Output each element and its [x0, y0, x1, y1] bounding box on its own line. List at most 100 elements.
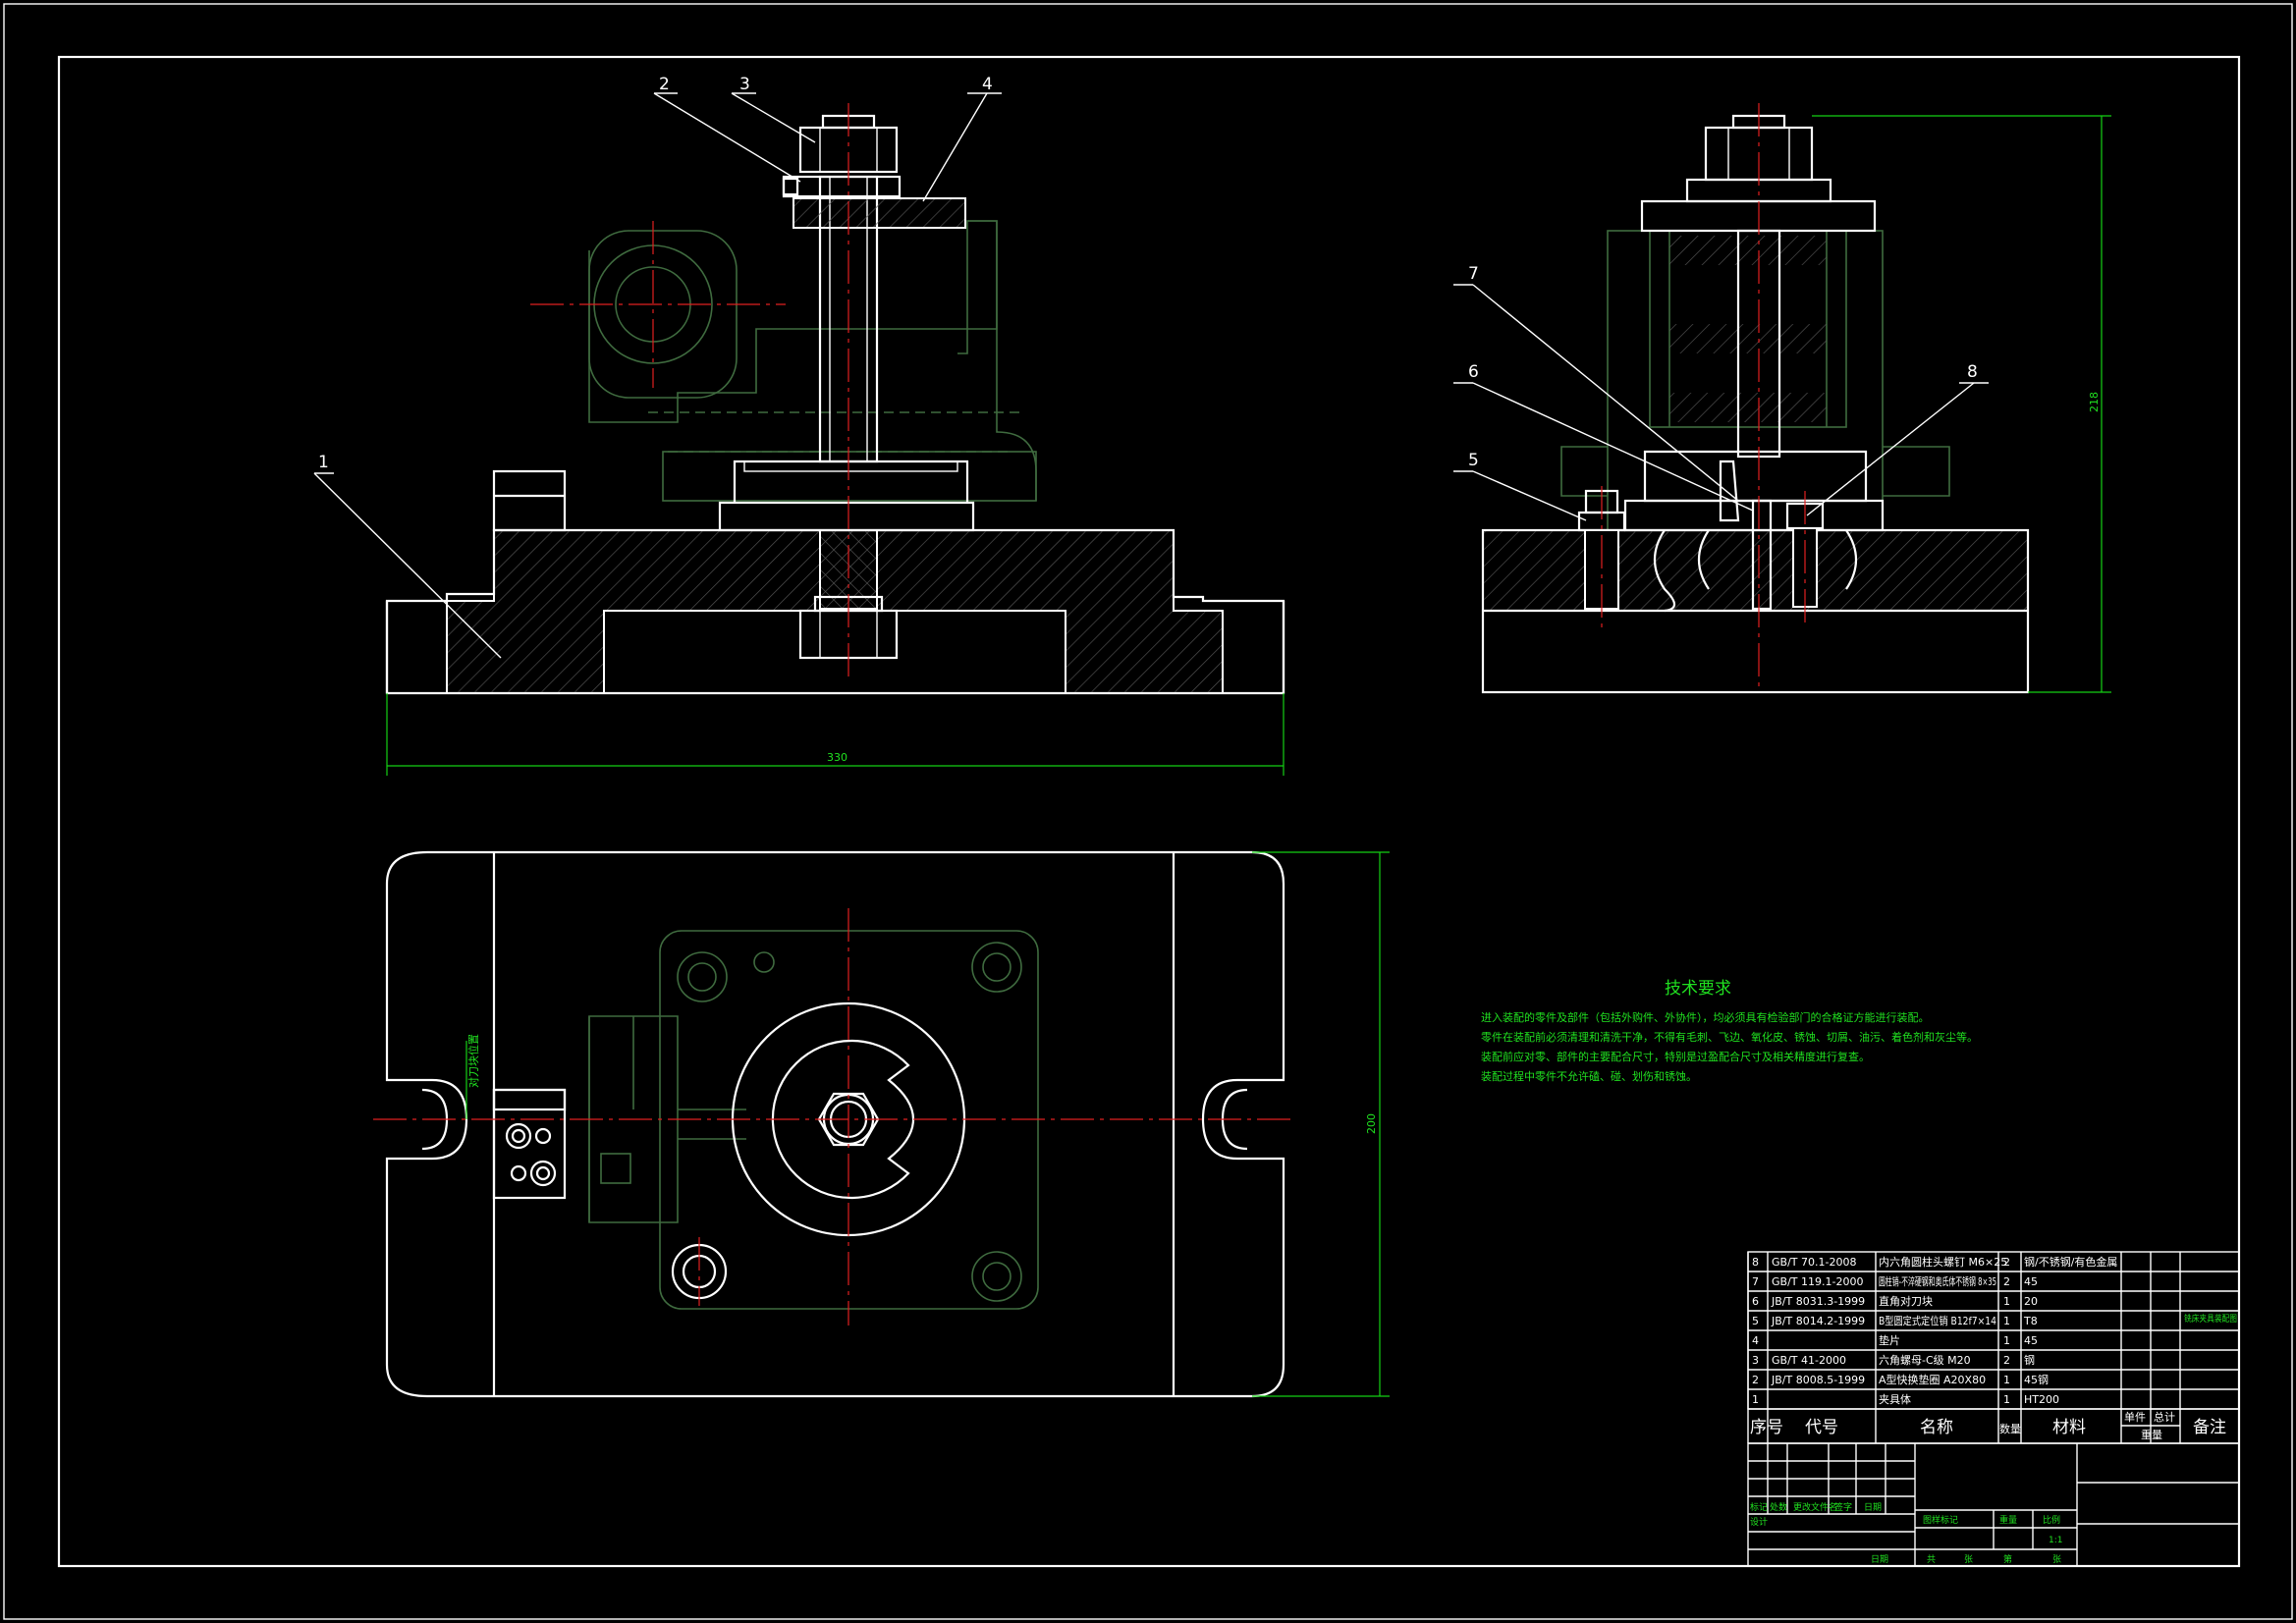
front-boss — [733, 460, 969, 503]
row-7-name: 圆柱销-不淬硬钢和奥氏体不锈钢 8×35 — [1879, 1274, 1996, 1288]
plan-view: 200 对刀块位置 — [373, 850, 1390, 1398]
sign-label-count: 处数 — [1770, 1501, 1787, 1513]
row-4-name: 垫片 — [1879, 1333, 1900, 1347]
plan-cutter-block — [492, 1088, 567, 1200]
dim-width: 330 — [386, 693, 1285, 776]
row-5-material: T8 — [2023, 1315, 2038, 1327]
row-2-name: A型快换垫圈 A20X80 — [1879, 1373, 1986, 1386]
stage-label-mark: 图样标记 — [1923, 1514, 1958, 1526]
front-view: 330 — [313, 92, 1285, 776]
dim-key-text: 对刀块位置 — [466, 1034, 480, 1088]
header-remarks: 备注 — [2193, 1418, 2226, 1437]
row-3-code: GB/T 41-2000 — [1772, 1354, 1846, 1367]
row-5-code: JB/T 8014.2-1999 — [1771, 1315, 1865, 1327]
stage-label-weight: 重量 — [1999, 1514, 2017, 1526]
tech-requirements: 技术要求 进入装配的零件及部件（包括外购件、外协件），均必须具有检验部门的合格证… — [1481, 979, 1978, 1083]
tech-req-line-4: 装配过程中零件不允许磕、碰、划伤和锈蚀。 — [1481, 1069, 1697, 1083]
row-3-qty: 2 — [2003, 1354, 2010, 1367]
row-7-no: 7 — [1752, 1275, 1759, 1288]
row-7-qty: 2 — [2003, 1275, 2010, 1288]
header-no: 序号 — [1750, 1418, 1783, 1437]
header-weight: 重量 — [2141, 1428, 2162, 1441]
row-1-qty: 1 — [2003, 1393, 2010, 1406]
row-8-material: 钢/不锈钢/有色金属 — [2024, 1255, 2117, 1269]
tech-req-line-1: 进入装配的零件及部件（包括外购件、外协件），均必须具有检验部门的合格证方能进行装… — [1481, 1010, 1930, 1024]
sign-label-file: 更改文件名 — [1793, 1501, 1837, 1513]
row-2-code: JB/T 8008.5-1999 — [1771, 1374, 1865, 1386]
part-label-1: 1 — [318, 453, 329, 472]
quick-washer — [793, 197, 966, 229]
row-3-no: 3 — [1752, 1354, 1759, 1367]
scale-value: 1:1 — [2049, 1536, 2062, 1545]
row-5-no: 5 — [1752, 1315, 1759, 1327]
stage-label-scale: 比例 — [2043, 1514, 2060, 1526]
row-6-name: 直角对刀块 — [1879, 1294, 1933, 1308]
part-label-8: 8 — [1967, 362, 1978, 382]
sheet-total-label: 共 — [1927, 1554, 1936, 1565]
design-label: 设计 — [1750, 1516, 1768, 1528]
side-leaders — [1453, 284, 1989, 521]
header-qty: 数量 — [1999, 1423, 2021, 1435]
sign-label-sign: 签字 — [1834, 1501, 1852, 1513]
row-7-material: 45 — [2024, 1275, 2038, 1288]
row-1-no: 1 — [1752, 1393, 1759, 1406]
row-3-material: 钢 — [2024, 1354, 2035, 1367]
row-6-no: 6 — [1752, 1295, 1759, 1308]
inner-frame — [57, 55, 2241, 1568]
part-label-7: 7 — [1468, 264, 1479, 284]
row-7-code: GB/T 119.1-2000 — [1772, 1275, 1863, 1288]
key-block — [492, 469, 567, 532]
plan-outline — [385, 850, 1285, 1398]
row-8-name: 内六角圆柱头螺钉 M6×25 — [1879, 1255, 2007, 1269]
row-8-qty: 2 — [2003, 1256, 2010, 1269]
part-label-4: 4 — [982, 75, 993, 94]
header-unit-weight: 单件 — [2124, 1411, 2146, 1424]
header-material: 材料 — [2052, 1418, 2086, 1437]
row-6-qty: 1 — [2003, 1295, 2010, 1308]
tech-req-line-2: 零件在装配前必须清理和清洗干净，不得有毛刺、飞边、氧化皮、锈蚀、切屑、油污、着色… — [1481, 1030, 1978, 1044]
header-name: 名称 — [1920, 1418, 1953, 1437]
title-block: 标记 处数 更改文件名 签字 日期 设计 图样标记 重量 比例 1:1 共 张 … — [1747, 1442, 2240, 1567]
row-4-qty: 1 — [2003, 1334, 2010, 1347]
sign-label-mark: 标记 — [1750, 1501, 1768, 1513]
sheet-no-label: 第 — [2003, 1553, 2012, 1565]
front-hidden-bracket — [588, 220, 1037, 502]
side-view: 218 — [1453, 103, 2111, 694]
part-label-3: 3 — [739, 75, 750, 94]
dim-side-height-text: 218 — [2088, 392, 2101, 412]
tech-req-title: 技术要求 — [1665, 979, 1731, 999]
part-label-6: 6 — [1468, 362, 1479, 382]
outer-frame — [3, 3, 2293, 1620]
row-8-no: 8 — [1752, 1256, 1759, 1269]
row-6-code: JB/T 8031.3-1999 — [1771, 1295, 1865, 1308]
sheet-no-unit: 张 — [2052, 1554, 2061, 1565]
row-2-qty: 1 — [2003, 1374, 2010, 1386]
row-2-no: 2 — [1752, 1374, 1759, 1386]
dim-side-height: 218 — [1812, 115, 2111, 693]
parts-list-rows: 8 GB/T 70.1-2008 内六角圆柱头螺钉 M6×25 2 钢/不锈钢/… — [1750, 1255, 2226, 1441]
row-3-name: 六角螺母-C级 M20 — [1879, 1354, 1971, 1367]
part-label-5: 5 — [1468, 451, 1479, 470]
sign-label-date: 日期 — [1864, 1502, 1882, 1513]
row-2-material: 45钢 — [2024, 1374, 2049, 1386]
row-8-code: GB/T 70.1-2008 — [1772, 1256, 1856, 1269]
drawing-title: 铣床夹具装配图 — [2184, 1313, 2237, 1325]
dim-width-text: 330 — [827, 751, 847, 764]
tech-req-line-3: 装配前应对零、部件的主要配合尺寸，特别是过盈配合尺寸及相关精度进行复查。 — [1481, 1050, 1870, 1063]
front-bushing — [718, 501, 975, 532]
row-4-no: 4 — [1752, 1334, 1759, 1347]
row-5-qty: 1 — [2003, 1315, 2010, 1327]
front-leaders — [313, 92, 1002, 659]
dim-plan-height: 200 — [1252, 851, 1390, 1397]
dim-key: 对刀块位置 — [465, 1034, 480, 1119]
row-5-name: B型圆定式定位销 B12f7×14 — [1879, 1314, 1996, 1327]
row-1-name: 夹具体 — [1879, 1392, 1911, 1406]
header-code: 代号 — [1805, 1418, 1838, 1437]
parts-list — [1747, 1251, 2240, 1444]
row-1-material: HT200 — [2024, 1393, 2059, 1406]
date-label: 日期 — [1871, 1554, 1888, 1565]
header-total-weight: 总计 — [2154, 1410, 2175, 1424]
sheet-total-unit: 张 — [1964, 1554, 1973, 1565]
dim-plan-height-text: 200 — [1365, 1113, 1378, 1134]
